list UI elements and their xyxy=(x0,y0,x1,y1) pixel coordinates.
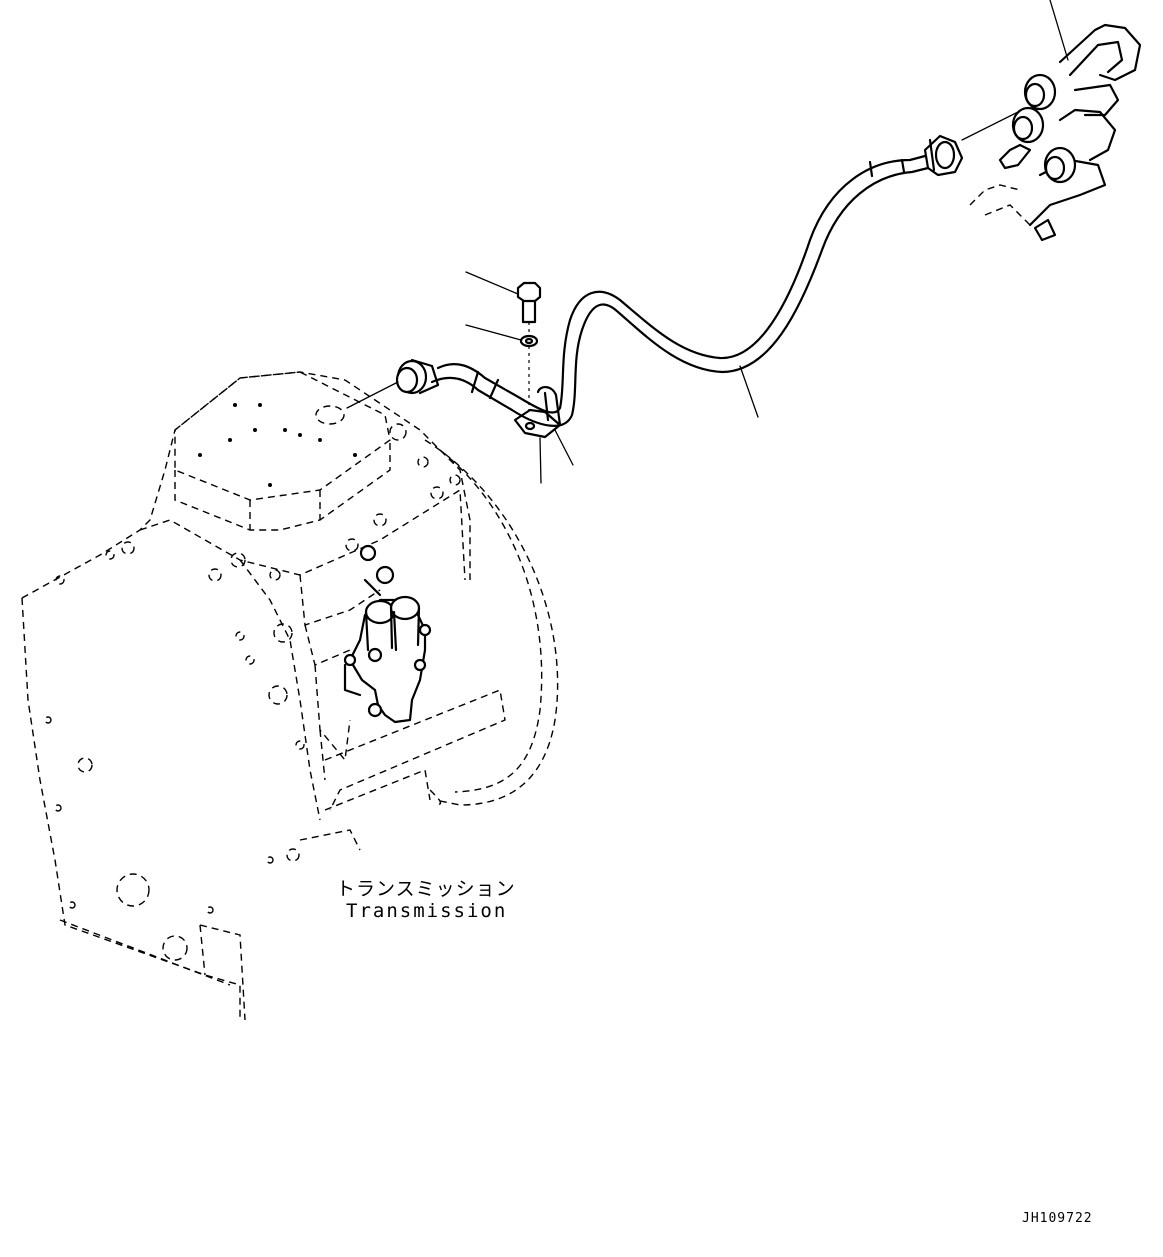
component-label-en: Transmission xyxy=(346,900,508,922)
bolt-illustration xyxy=(465,271,542,324)
manifold-illustration xyxy=(969,0,1142,242)
valve-block-illustration xyxy=(343,544,432,724)
component-label-jp: トランスミッション xyxy=(336,878,516,900)
transmission-housing-illustration xyxy=(21,371,559,1021)
hose-illustration xyxy=(346,111,1019,427)
washer-illustration xyxy=(465,322,539,410)
clamp-illustration xyxy=(513,386,574,484)
drawing-number: JH109722 xyxy=(1022,1211,1093,1226)
